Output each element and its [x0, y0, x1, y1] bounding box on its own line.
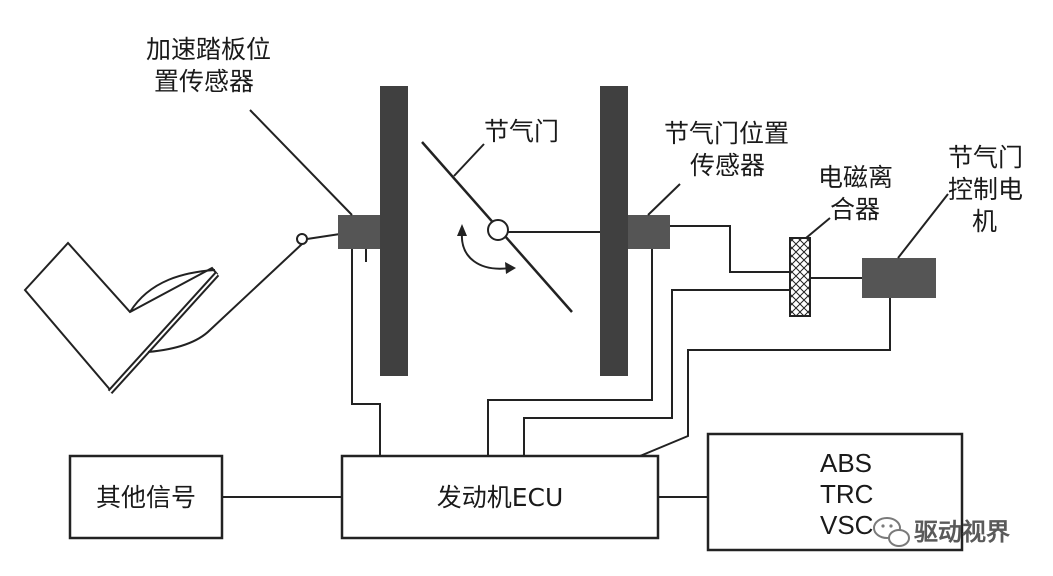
- ecu-box: [340, 454, 660, 540]
- other-signals-box: [68, 454, 224, 540]
- throttle-body-right-wall: [600, 86, 628, 376]
- sensor-to-clutch-wire: [670, 225, 790, 273]
- accelerator-pedal: [23, 241, 220, 395]
- vsc-label: VSC: [820, 510, 873, 540]
- pedal-sensor-label-line2: 置传感器: [154, 67, 254, 96]
- throttle-sensor-leader: [647, 183, 681, 216]
- pedal-sensor-leader: [249, 109, 353, 216]
- motor-label-line2: 控制电: [948, 175, 1023, 204]
- throttle-label: 节气门: [484, 117, 559, 146]
- clutch-control-wire: [523, 289, 790, 456]
- pedal-position-sensor: [338, 215, 380, 249]
- motor-label-line1: 节气门: [948, 143, 1023, 172]
- motor-leader: [897, 193, 949, 259]
- throttle-leader: [453, 143, 485, 177]
- other-signals-label: 其他信号: [96, 483, 196, 512]
- vehicle-systems-box: [706, 432, 964, 552]
- clutch-leader: [805, 217, 831, 239]
- clutch-label-line2: 合器: [830, 195, 880, 224]
- motor-control-wire: [639, 298, 891, 457]
- pedal-sensor-wire-1: [351, 249, 381, 456]
- throttle-sensor-wire: [487, 249, 653, 456]
- pedal-sensor-label-line1: 加速踏板位: [146, 35, 271, 64]
- watermark: 驱动视界: [873, 517, 1010, 547]
- clutch-label-line1: 电磁离: [818, 163, 893, 192]
- ecu-label: 发动机ECU: [437, 483, 564, 512]
- pedal-linkage: [147, 233, 341, 353]
- throttle-position-sensor: [628, 215, 670, 249]
- throttle-body-left-wall: [380, 86, 408, 376]
- throttle-sensor-label-line1: 节气门位置: [664, 119, 789, 148]
- watermark-text: 驱动视界: [914, 518, 1010, 546]
- throttle-sensor-label-line2: 传感器: [690, 151, 765, 180]
- throttle-valve: [421, 141, 600, 313]
- electromagnetic-clutch: [789, 237, 811, 317]
- abs-label: ABS: [820, 448, 872, 478]
- throttle-control-motor: [862, 258, 936, 298]
- trc-label: TRC: [820, 479, 873, 509]
- wechat-icon: [873, 517, 910, 547]
- motor-label-line3: 机: [972, 207, 997, 236]
